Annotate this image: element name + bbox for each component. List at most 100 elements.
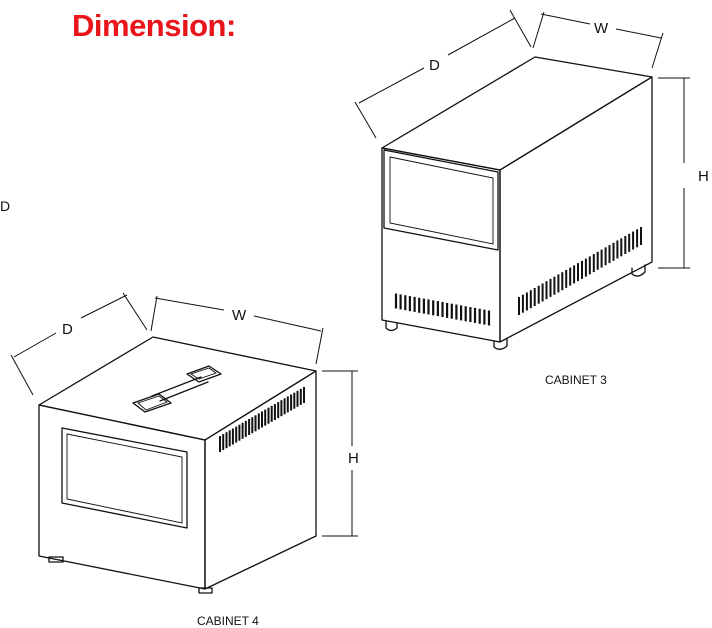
- vent-slot: [545, 281, 548, 300]
- cabinet-3-front-vents: [394, 293, 491, 326]
- vent-slot: [577, 263, 579, 282]
- vent-slot: [235, 426, 238, 443]
- vent-slot: [529, 290, 532, 309]
- vent-slot: [228, 430, 231, 447]
- vent-slot: [616, 240, 619, 259]
- vent-slot: [427, 299, 430, 315]
- vent-slot: [432, 300, 435, 316]
- stray-dimension-label: D: [0, 198, 11, 214]
- cabinet-4-dimension-h: H: [322, 370, 359, 537]
- vent-slot: [280, 400, 283, 417]
- cabinet-3-dimension-w: W: [532, 11, 664, 69]
- vent-slot: [592, 254, 595, 273]
- cabinet-4-foot-right: [198, 587, 213, 594]
- cabinet-4-caption: CABINET 4: [197, 614, 259, 628]
- vent-slot: [581, 260, 583, 279]
- vent-slot: [473, 307, 477, 323]
- vent-slot: [244, 420, 247, 437]
- vent-slot: [436, 301, 439, 317]
- vent-slot: [596, 251, 599, 270]
- vent-slot: [464, 306, 467, 322]
- cabinet-4-w-label: W: [232, 307, 247, 324]
- vent-slot: [604, 247, 607, 266]
- cabinet-4-h-label: H: [348, 450, 359, 467]
- vent-slot: [600, 249, 603, 268]
- cabinet-4-top-face: [38, 336, 317, 441]
- vent-slot: [273, 404, 276, 420]
- cabinet-4: [38, 336, 317, 594]
- page-title: Dimension:: [72, 8, 236, 43]
- cabinet-3-front-face: [381, 147, 501, 343]
- vent-slot: [624, 236, 627, 254]
- cabinet-3-w-label: W: [594, 20, 609, 37]
- vent-slot: [225, 432, 228, 449]
- cabinet-4-dimension-d: D: [10, 292, 148, 396]
- vent-slot: [270, 405, 273, 422]
- cabinet-3-front-panel-window: [389, 156, 494, 245]
- cabinet-3-top-face: [381, 56, 653, 171]
- vent-slot: [251, 417, 254, 434]
- cabinet-3-side-face: [499, 76, 653, 343]
- vent-slot: [219, 436, 221, 452]
- cabinet-3-foot-front-right: [493, 337, 508, 350]
- vent-slot: [248, 419, 251, 435]
- vent-slot: [264, 409, 267, 426]
- vent-slot: [628, 233, 631, 252]
- cabinet-4-d-label: D: [62, 321, 73, 338]
- vent-slot: [561, 272, 564, 291]
- vent-slot: [521, 294, 524, 313]
- cabinet-3-front-panel-frame: [383, 149, 499, 251]
- vent-slot: [222, 434, 225, 451]
- vent-slot: [518, 297, 520, 315]
- vent-slot: [277, 402, 280, 419]
- cabinet-4-side-face: [204, 370, 317, 590]
- vent-slot: [238, 424, 241, 441]
- cabinet-3-foot-front-left: [385, 320, 398, 332]
- cabinet-4-front-face: [38, 404, 206, 590]
- vent-slot: [640, 227, 642, 245]
- cabinet-4-top-handle: [132, 365, 222, 413]
- vent-slot: [261, 411, 263, 428]
- vent-slot: [254, 415, 257, 432]
- vent-slot: [573, 265, 576, 284]
- vent-slot: [290, 394, 293, 411]
- vent-slot: [632, 231, 635, 250]
- vent-slot: [418, 297, 421, 313]
- vent-slot: [533, 288, 536, 306]
- vent-slot: [549, 278, 552, 297]
- vent-slot: [478, 308, 481, 324]
- vent-slot: [413, 296, 416, 312]
- cabinet-3-caption: CABINET 3: [545, 373, 607, 387]
- vent-slot: [257, 413, 260, 430]
- vent-slot: [588, 256, 591, 275]
- vent-slot: [537, 285, 540, 304]
- vent-slot: [394, 293, 398, 309]
- vent-slot: [446, 302, 449, 318]
- vent-slot: [283, 398, 286, 415]
- vent-slot: [441, 302, 444, 317]
- cabinet-3-side-vents: [518, 227, 642, 315]
- vent-slot: [557, 274, 560, 293]
- vent-slot: [408, 296, 411, 312]
- vent-slot: [584, 258, 587, 277]
- vent-slot: [450, 303, 453, 319]
- vent-slot: [293, 392, 296, 409]
- vent-slot: [612, 242, 615, 261]
- cabinet-4-foot-left: [48, 556, 64, 563]
- vent-slot: [267, 407, 270, 424]
- vent-slot: [608, 245, 611, 264]
- cabinet-3-h-label: H: [698, 168, 709, 185]
- vent-slot: [569, 267, 572, 286]
- cabinet-4-front-panel-frame: [61, 427, 188, 529]
- vent-slot: [636, 229, 639, 248]
- cabinet-4-dimension-w: W: [150, 295, 324, 365]
- vent-slot: [296, 390, 299, 407]
- vent-slot: [422, 298, 425, 314]
- cabinet-3: [381, 56, 653, 350]
- cabinet-3-dimension-d: D: [354, 9, 532, 139]
- vent-slot: [455, 304, 458, 320]
- vent-slot: [241, 422, 244, 439]
- vent-slot: [469, 307, 472, 323]
- vent-slot: [620, 238, 623, 257]
